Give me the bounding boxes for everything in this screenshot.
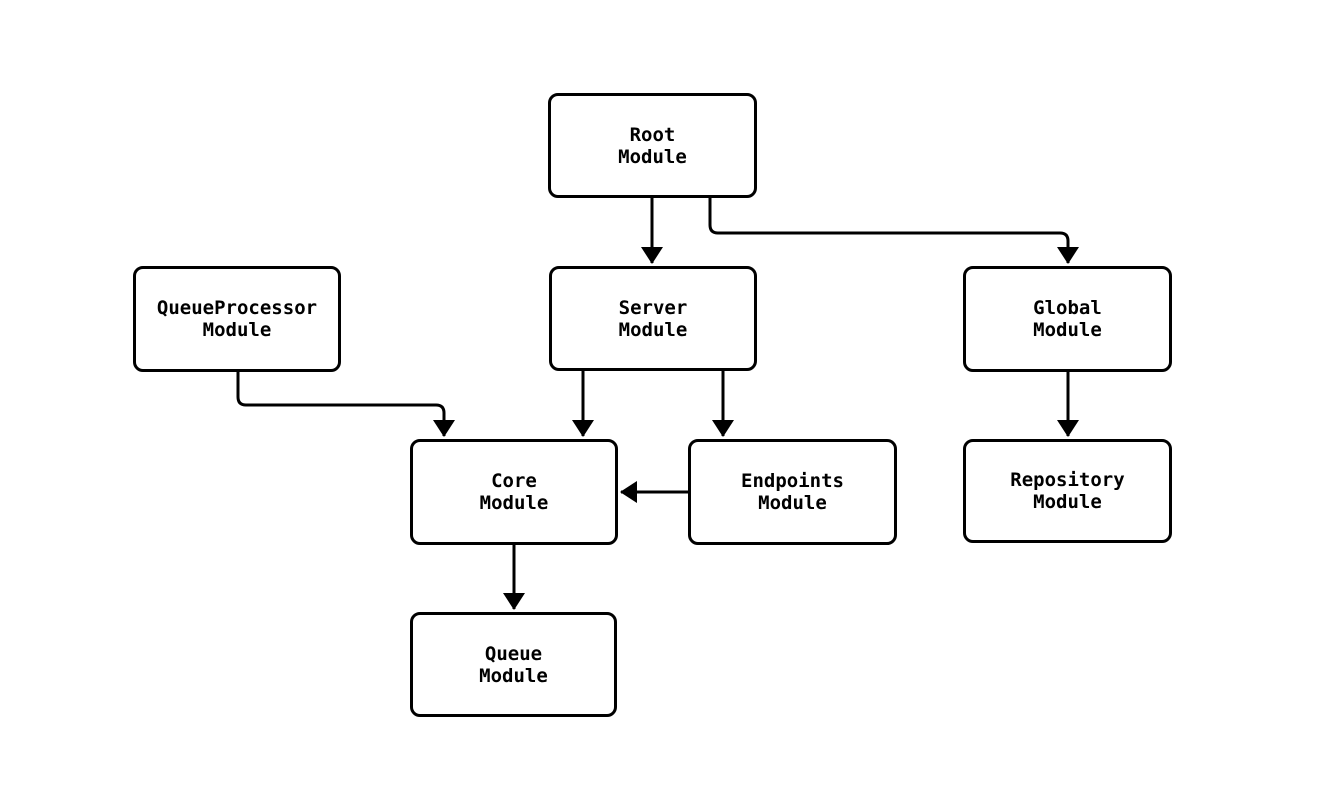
node-global-label-line: Global: [1033, 297, 1102, 319]
node-root-label-line: Module: [618, 145, 687, 168]
node-repository-label-line: Module: [1033, 491, 1102, 513]
node-queueprocessor-label-line: Module: [202, 319, 272, 341]
node-server-label-line: Module: [618, 318, 688, 341]
node-queueprocessor-label-line: QueueProcessor: [156, 297, 318, 319]
node-server-label-line: Server: [618, 296, 688, 319]
node-core-label-line: Core: [491, 470, 537, 492]
node-endpoints-label-line: Endpoints: [741, 470, 844, 492]
node-global-label-line: Module: [1033, 319, 1102, 341]
node-repository-label-line: Repository: [1010, 469, 1125, 491]
edge-queueprocessor-to-core: [236, 372, 455, 437]
node-queue-label-line: Module: [479, 664, 548, 687]
edge-root-to-global: [708, 198, 1079, 264]
node-core-label-line: Module: [479, 492, 549, 514]
node-queue-label-line: Queue: [484, 642, 543, 665]
node-endpoints-label-line: Module: [758, 492, 827, 514]
node-root-label-line: Root: [629, 123, 676, 146]
